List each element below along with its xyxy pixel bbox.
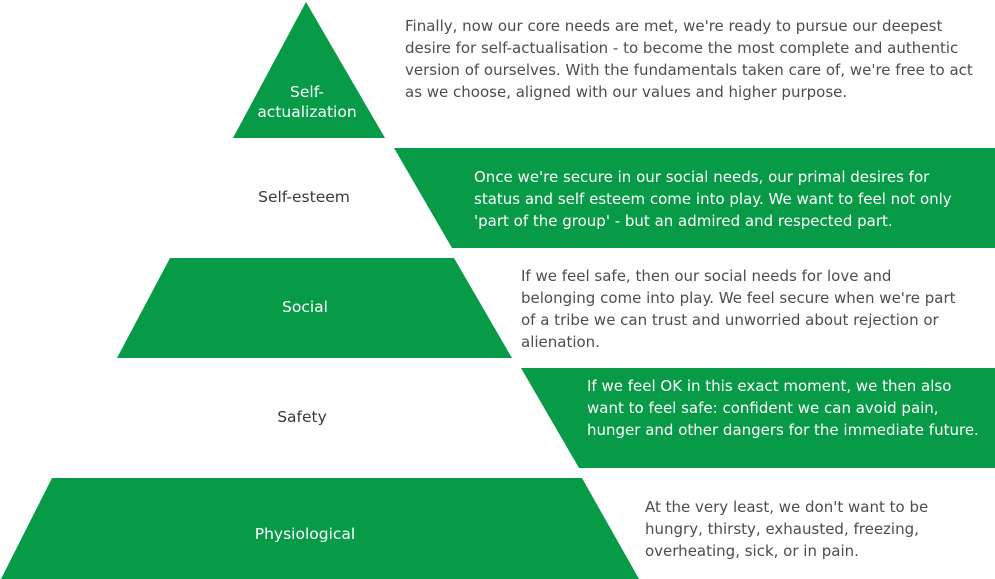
level-shape-social	[117, 258, 512, 358]
level-shape-self-actualization	[233, 2, 385, 138]
description-band-safety	[521, 368, 995, 468]
level-description-safety: If we feel OK in this exact moment, we t…	[587, 377, 979, 439]
description-band-self-esteem	[394, 148, 995, 248]
level-label-self-esteem: Self-esteem	[258, 188, 350, 206]
level-shape-physiological	[1, 478, 639, 579]
level-label-physiological: Physiological	[254, 525, 356, 543]
level-description-self-esteem: Once we're secure in our social needs, o…	[474, 168, 952, 230]
level-description-self-actualization: Finally, now our core needs are met, we'…	[405, 17, 973, 101]
level-description-social: If we feel safe, then our social needs f…	[521, 267, 956, 351]
level-label-safety: Safety	[277, 408, 327, 426]
level-label-self-actualization: Self- actualization	[257, 83, 357, 121]
level-label-social: Social	[282, 298, 328, 316]
level-description-physiological: At the very least, we don't want to be h…	[645, 498, 929, 560]
